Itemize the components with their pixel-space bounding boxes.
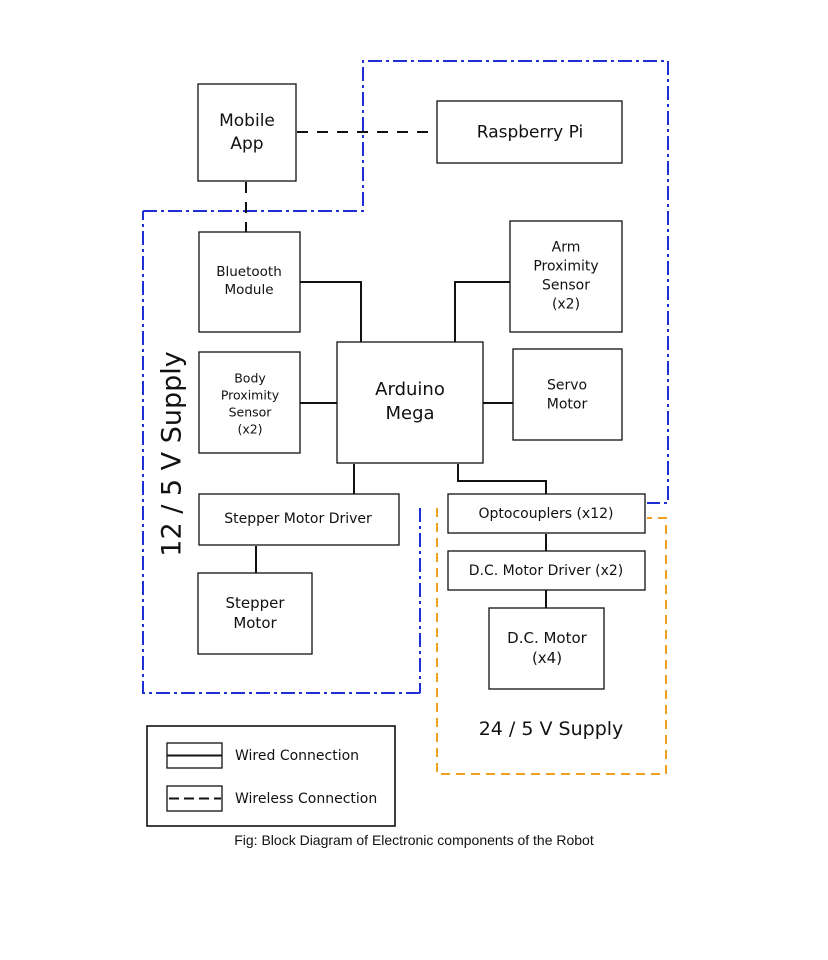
raspberry-pi-box xyxy=(436,100,623,164)
wire-arduino-optocouplers xyxy=(457,464,547,494)
supply-12v-label: 12 / 5 V Supply xyxy=(157,351,188,556)
body-sensor-label-line: Body xyxy=(234,370,266,385)
arm-sensor-label-line: Arm xyxy=(552,240,581,256)
bluetooth-label-line: Module xyxy=(224,282,273,298)
arduino-label-line: Mega xyxy=(385,403,434,424)
bluetooth-box xyxy=(198,231,301,333)
stepper-motor-box xyxy=(197,572,313,655)
optocouplers-box xyxy=(447,493,646,534)
body-sensor-label-line: Proximity xyxy=(221,387,280,402)
legend-wireless-label: Wireless Connection xyxy=(235,791,377,807)
dc-motor-label: D.C. Motor (x4) xyxy=(507,629,588,667)
dc-driver-label: D.C. Motor Driver (x2) xyxy=(469,563,623,579)
wire-bluetooth-arduino xyxy=(300,281,362,342)
supply-12v-boundary xyxy=(142,60,669,694)
arm-sensor-label-line: (x2) xyxy=(552,296,580,312)
mobile-app-label-line: App xyxy=(230,134,263,154)
mobile-app-label-line: Mobile xyxy=(219,111,275,131)
stepper-driver-label-line: Stepper Motor Driver xyxy=(224,511,372,527)
dc-motor-label-line: D.C. Motor xyxy=(507,629,588,647)
servo-label-line: Motor xyxy=(547,396,588,412)
mobile-app-box xyxy=(197,83,297,182)
wired-connections xyxy=(255,281,547,608)
stepper-motor-label-line: Stepper xyxy=(225,594,285,612)
body-sensor-label-line: (x2) xyxy=(237,421,262,436)
dc-motor-label-line: (x4) xyxy=(532,649,562,667)
stepper-driver-box xyxy=(198,493,400,546)
optocouplers-label: Optocouplers (x12) xyxy=(478,506,613,522)
supply-24v-boundary xyxy=(436,508,667,775)
arm-sensor-label-line: Proximity xyxy=(533,259,598,275)
raspberry-pi-label-line: Raspberry Pi xyxy=(477,123,584,143)
figure-caption: Fig: Block Diagram of Electronic compone… xyxy=(234,832,594,848)
dc-motor-box xyxy=(488,607,605,690)
legend-wired-label: Wired Connection xyxy=(235,748,359,764)
dc-driver-label-line: D.C. Motor Driver (x2) xyxy=(469,563,623,579)
arm-sensor-label-line: Sensor xyxy=(542,277,590,293)
arm-sensor-box xyxy=(509,220,623,333)
servo-box xyxy=(512,348,623,441)
optocouplers-label-line: Optocouplers (x12) xyxy=(478,506,613,522)
arduino-box xyxy=(336,341,484,464)
body-sensor-box xyxy=(198,351,301,454)
dc-driver-box xyxy=(447,550,646,591)
supply-24v-label: 24 / 5 V Supply xyxy=(479,718,624,740)
legend: Wired Connection Wireless Connection xyxy=(146,725,396,827)
raspberry-pi-label: Raspberry Pi xyxy=(477,123,584,143)
component-blocks xyxy=(197,83,646,690)
body-sensor-label-line: Sensor xyxy=(229,404,273,419)
wire-arm-sensor-arduino xyxy=(454,281,510,342)
stepper-driver-label: Stepper Motor Driver xyxy=(224,511,372,527)
servo-label-line: Servo xyxy=(547,378,587,394)
bluetooth-label-line: Bluetooth xyxy=(216,264,282,280)
stepper-motor-label-line: Motor xyxy=(233,614,277,632)
arduino-label-line: Arduino xyxy=(375,378,445,399)
wireless-connections xyxy=(245,131,438,232)
